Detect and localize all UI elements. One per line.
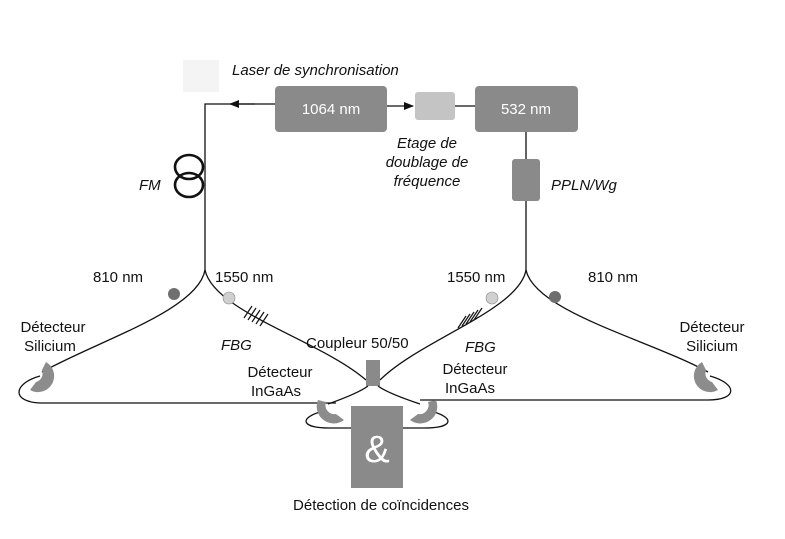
left-silicon-detector xyxy=(30,362,55,393)
and-gate-symbol: & xyxy=(364,429,389,471)
doubling-label-line1: Etage de xyxy=(397,135,457,152)
right-1550-dot xyxy=(485,291,499,305)
doubling-label-line2: doublage de xyxy=(386,154,469,171)
coupler-out-left xyxy=(327,385,369,405)
left-silicon-label-line1: Détecteur xyxy=(20,319,85,336)
right-detector-wire xyxy=(400,411,449,429)
laser-532-box xyxy=(475,86,578,132)
right-810-dot xyxy=(549,291,561,303)
fm-loop-bottom xyxy=(173,171,205,199)
right-810-label: 810 nm xyxy=(588,269,638,286)
right-ingaas-label-line2: InGaAs xyxy=(445,380,495,397)
right-fbg-grating xyxy=(457,307,483,329)
coupler-label: Coupleur 50/50 xyxy=(306,335,409,352)
laser-sync-title: Laser de synchronisation xyxy=(232,62,399,79)
right-silicon-label-line1: Détecteur xyxy=(679,319,744,336)
right-ingaas-label-line1: Détecteur xyxy=(442,361,507,378)
faint-square xyxy=(183,60,219,92)
coincidence-label: Détection de coïncidences xyxy=(293,497,469,514)
left-fbg-label: FBG xyxy=(221,337,252,354)
right-1550-branch xyxy=(379,269,527,381)
left-1550-dot xyxy=(222,291,236,305)
left-1550-label: 1550 nm xyxy=(215,269,273,286)
ppln-waveguide-box xyxy=(512,159,540,201)
fm-loop-top xyxy=(173,153,205,181)
laser-1064-box xyxy=(275,86,387,132)
left-ingaas-label-line1: Détecteur xyxy=(247,364,312,381)
left-fbg-grating xyxy=(243,305,269,327)
right-silicon-detector xyxy=(693,362,718,393)
coupler-out-right xyxy=(377,385,421,405)
left-810-label: 810 nm xyxy=(93,269,143,286)
right-silicon-label-line2: Silicium xyxy=(686,338,738,355)
left-silicon-label-line2: Silicium xyxy=(24,338,76,355)
left-1550-branch xyxy=(204,269,367,381)
fiber-1064 xyxy=(204,103,275,272)
right-ingaas-detector xyxy=(410,400,438,424)
ppln-label: PPLN/Wg xyxy=(551,177,618,194)
laser-1064-label: 1064 nm xyxy=(302,101,360,118)
coincidence-box xyxy=(351,406,403,488)
fm-label: FM xyxy=(139,177,161,194)
left-ingaas-label-line2: InGaAs xyxy=(251,383,301,400)
left-ingaas-detector xyxy=(316,400,344,424)
left-810-dot xyxy=(168,288,180,300)
left-810-branch xyxy=(41,269,206,373)
doubling-stage-box xyxy=(415,92,455,120)
doubling-label-line3: fréquence xyxy=(394,173,461,190)
left-silicon-return-fiber xyxy=(18,375,336,404)
coupler-50-50 xyxy=(366,360,380,386)
laser-532-label: 532 nm xyxy=(501,101,551,118)
right-1550-label: 1550 nm xyxy=(447,269,505,286)
right-silicon-return-fiber xyxy=(420,375,732,401)
right-810-branch xyxy=(525,269,709,373)
left-detector-wire xyxy=(305,411,352,429)
right-fbg-label: FBG xyxy=(465,339,496,356)
